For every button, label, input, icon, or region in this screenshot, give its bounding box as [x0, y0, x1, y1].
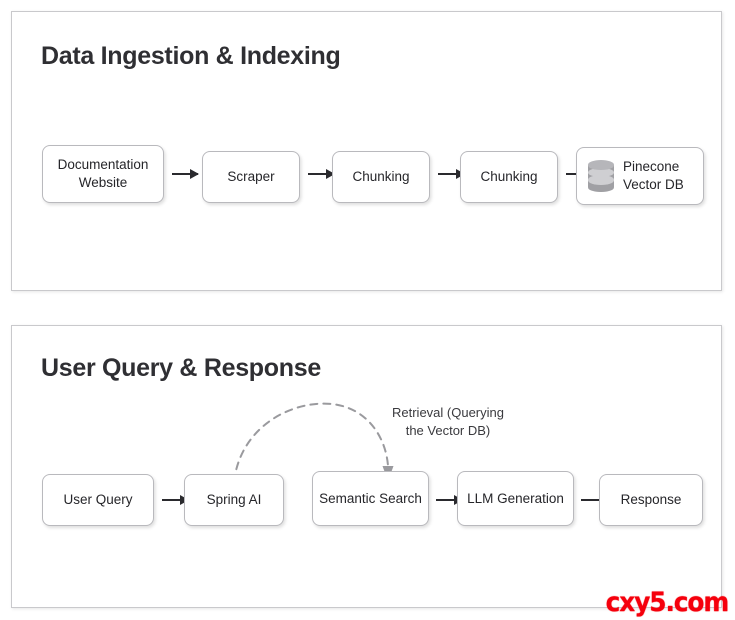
panel-title-user-query: User Query & Response	[41, 354, 321, 382]
flow-ingestion: Documentation Website Scraper Chunking C…	[12, 12, 721, 290]
arrow-website-to-scraper	[172, 169, 199, 179]
node-user-query[interactable]: User Query	[42, 474, 154, 526]
node-label: Pinecone Vector DB	[623, 159, 684, 192]
panel-title-data-ingestion: Data Ingestion & Indexing	[41, 42, 341, 70]
node-scraper[interactable]: Scraper	[202, 151, 300, 203]
database-icon	[588, 160, 614, 193]
node-llm-generation[interactable]: LLM Generation	[457, 471, 574, 526]
node-spring-ai[interactable]: Spring AI	[184, 474, 284, 526]
node-response[interactable]: Response	[599, 474, 703, 526]
node-chunking-2[interactable]: Chunking	[460, 151, 558, 203]
flow-query: Retrieval (Querying the Vector DB) User …	[12, 326, 721, 607]
node-documentation-website[interactable]: Documentation Website	[42, 145, 164, 203]
retrieval-annotation-label: Retrieval (Querying the Vector DB)	[392, 405, 504, 438]
panel-user-query-response: User Query & Response Retrieval (Queryin…	[11, 325, 722, 608]
node-label: LLM Generation	[467, 490, 564, 506]
panel-data-ingestion: Data Ingestion & Indexing Documentation …	[11, 11, 722, 291]
node-label: Chunking	[480, 169, 538, 185]
node-pinecone-vector-db[interactable]: Pinecone Vector DB	[576, 147, 704, 205]
node-chunking-1[interactable]: Chunking	[332, 151, 430, 203]
node-label: Scraper	[227, 169, 275, 185]
node-semantic-search[interactable]: Semantic Search	[312, 471, 429, 526]
arrow-scraper-to-chunking-1	[308, 169, 335, 179]
node-label: Chunking	[352, 169, 410, 185]
node-label: Response	[620, 492, 682, 508]
node-label: Spring AI	[206, 492, 262, 508]
watermark-cxy5: cxy5.com	[605, 587, 729, 618]
node-label: User Query	[63, 492, 133, 508]
node-label: Semantic Search	[319, 490, 422, 506]
node-label: Documentation Website	[57, 157, 149, 190]
